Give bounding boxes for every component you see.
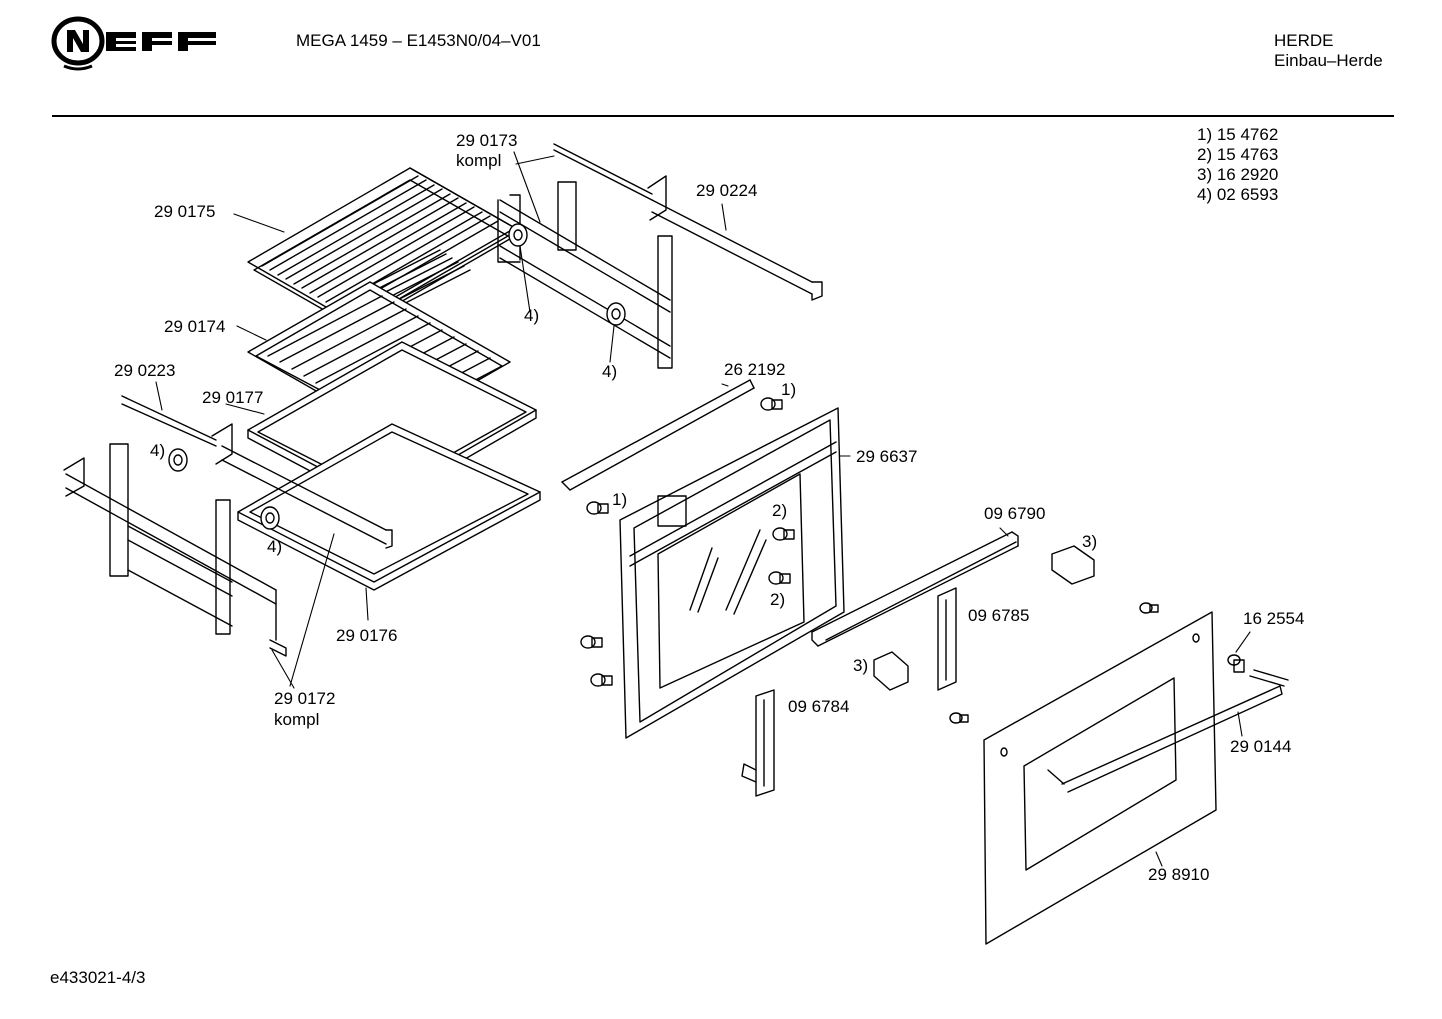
hinge-block-upper xyxy=(1051,545,1095,585)
ref-2-a: 2) xyxy=(772,501,788,520)
label-162554: 16 2554 xyxy=(1243,609,1305,628)
hinge-block-lower xyxy=(873,651,909,691)
door-handle xyxy=(1047,669,1289,793)
label-096784: 09 6784 xyxy=(788,697,850,716)
side-rail-left xyxy=(63,395,393,657)
label-290173: 29 0173 xyxy=(456,131,518,150)
label-290144: 29 0144 xyxy=(1230,737,1292,756)
reference-legend: 1) 15 4762 2) 15 4763 3) 16 2920 4) 02 6… xyxy=(1197,125,1278,205)
label-290224: 29 0224 xyxy=(696,181,758,200)
category-title: HERDE xyxy=(1274,31,1334,50)
side-rail-right xyxy=(497,143,823,369)
deep-pan xyxy=(237,423,541,591)
legend-item: 2) 15 4763 xyxy=(1197,145,1279,164)
label-290223: 29 0223 xyxy=(114,361,176,380)
label-298910: 29 8910 xyxy=(1148,865,1210,884)
label-262192: 26 2192 xyxy=(724,360,786,379)
label-290175: 29 0175 xyxy=(154,202,216,221)
neff-logo xyxy=(51,16,216,71)
ref-4-c: 4) xyxy=(150,441,166,460)
legend-item: 1) 15 4762 xyxy=(1197,125,1279,144)
legend-item: 4) 02 6593 xyxy=(1197,185,1279,204)
label-096790: 09 6790 xyxy=(984,504,1046,523)
ref-1-b: 1) xyxy=(612,490,628,509)
header-rule xyxy=(52,115,1394,117)
label-290172-kompl: kompl xyxy=(274,710,320,729)
legend-item: 3) 16 2920 xyxy=(1197,165,1279,184)
inner-door-frame xyxy=(619,407,845,739)
label-290176: 29 0176 xyxy=(336,626,398,645)
model-line: MEGA 1459 – E1453N0/04–V01 xyxy=(296,31,541,50)
drawing-id: e433021-4/3 xyxy=(50,968,146,987)
ref-3-b: 3) xyxy=(853,656,869,675)
ref-4-a: 4) xyxy=(524,306,540,325)
label-296637: 29 6637 xyxy=(856,447,918,466)
label-096785: 09 6785 xyxy=(968,606,1030,625)
ref-3-a: 3) xyxy=(1082,532,1098,551)
door-hinge-left xyxy=(741,689,775,797)
leader-lines xyxy=(155,151,1251,867)
ref-4-d: 4) xyxy=(267,537,283,556)
ref-2-b: 2) xyxy=(770,590,786,609)
category-subtitle: Einbau–Herde xyxy=(1274,51,1383,70)
label-290173-kompl: kompl xyxy=(456,151,502,170)
ref-1-a: 1) xyxy=(781,380,797,399)
seal-strip xyxy=(561,379,755,491)
ref-4-b: 4) xyxy=(602,362,618,381)
label-290174: 29 0174 xyxy=(164,317,226,336)
guide-rail xyxy=(811,531,1019,647)
label-290177: 29 0177 xyxy=(202,388,264,407)
label-290172: 29 0172 xyxy=(274,689,336,708)
door-hinge-right xyxy=(937,587,957,691)
